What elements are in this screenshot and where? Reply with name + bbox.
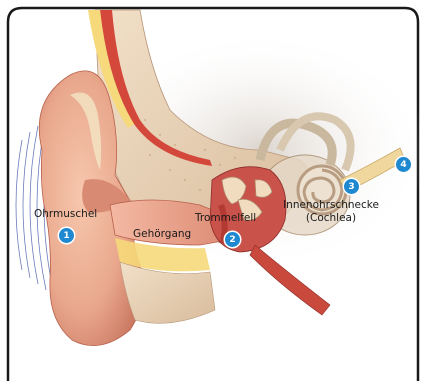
badge-4: 4	[396, 157, 411, 172]
lower-bone-layer	[120, 262, 215, 323]
badge-2: 2	[225, 232, 240, 247]
label-innenohrschnecke-line1: Innenohrschnecke	[276, 199, 386, 212]
label-innenohrschnecke: Innenohrschnecke (Cochlea)	[276, 199, 386, 225]
label-trommelfell: Trommelfell	[195, 212, 256, 225]
label-cochlea-line2: (Cochlea)	[276, 212, 386, 225]
label-ohrmuschel: Ohrmuschel	[34, 208, 97, 221]
label-gehoergang: Gehörgang	[133, 228, 191, 241]
badge-3: 3	[344, 179, 359, 194]
badge-1: 1	[59, 228, 74, 243]
